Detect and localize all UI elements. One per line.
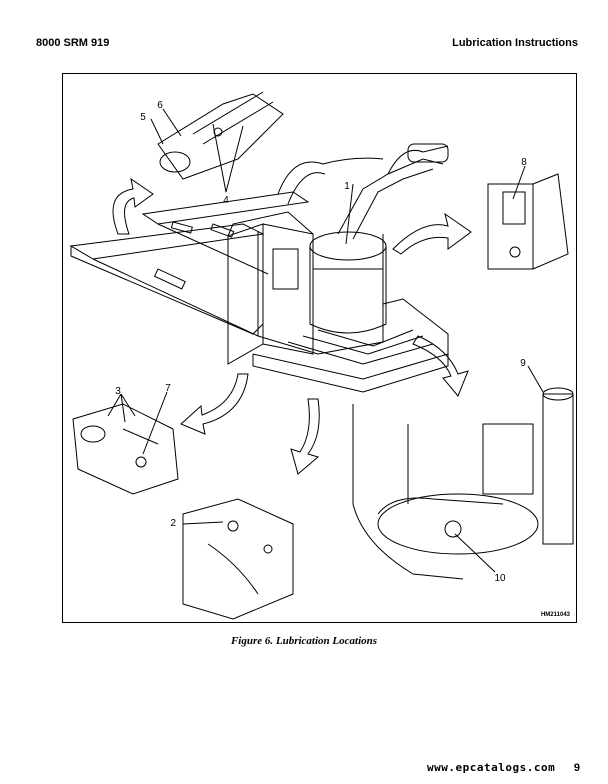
callout-7: 7	[165, 383, 171, 394]
callout-6: 6	[157, 100, 163, 111]
callout-8: 8	[521, 157, 527, 168]
document-header-right: Lubrication Instructions	[452, 37, 578, 49]
callout-2: 2	[170, 518, 176, 529]
page-number: 9	[573, 762, 580, 774]
figure-id: HM211043	[540, 612, 570, 618]
callout-5: 5	[140, 112, 146, 123]
footer-url[interactable]: www.epcatalogs.com	[427, 761, 556, 774]
callout-4: 4	[223, 195, 229, 206]
callout-9: 9	[520, 358, 526, 369]
figure-caption: Figure 6. Lubrication Locations	[230, 635, 378, 647]
document-header-left: 8000 SRM 919	[36, 37, 110, 49]
callout-3: 3	[115, 386, 121, 397]
callout-10: 10	[494, 573, 506, 584]
lubrication-figure: 1 2 3 4 5 6 7 8 9 10 HM211043	[62, 73, 577, 623]
callout-1: 1	[344, 181, 350, 192]
lubrication-illustration: 1 2 3 4 5 6 7 8 9 10	[69, 91, 574, 620]
document-footer: www.epcatalogs.com 9	[427, 761, 580, 774]
